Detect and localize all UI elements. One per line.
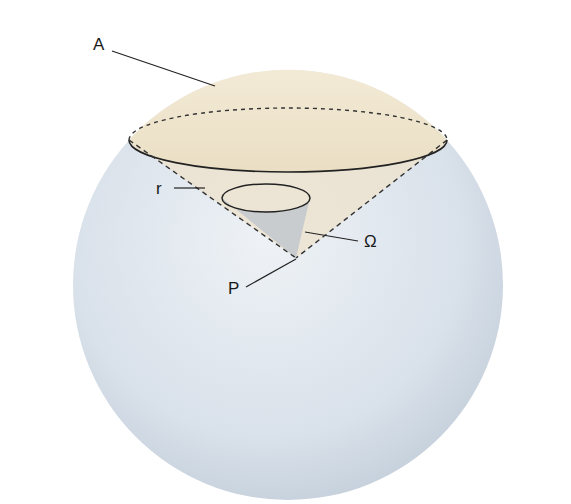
cone-edge (129, 140, 296, 258)
area-label: A (93, 36, 104, 53)
leader-line (246, 259, 296, 287)
cap-rim-front (129, 140, 447, 172)
cone-edge (296, 140, 447, 258)
spherical-cap (129, 70, 447, 172)
point-label: P (228, 280, 239, 297)
sphere (73, 70, 503, 500)
cone (129, 140, 447, 258)
leader-line (112, 51, 215, 86)
cap-rim-back (129, 108, 447, 140)
small-rim (222, 184, 310, 212)
radius-label: r (156, 180, 162, 197)
solid-angle-cone (222, 198, 310, 258)
solid-angle-label: Ω (364, 233, 377, 250)
leader-line (305, 232, 358, 241)
leader-line (174, 187, 205, 188)
